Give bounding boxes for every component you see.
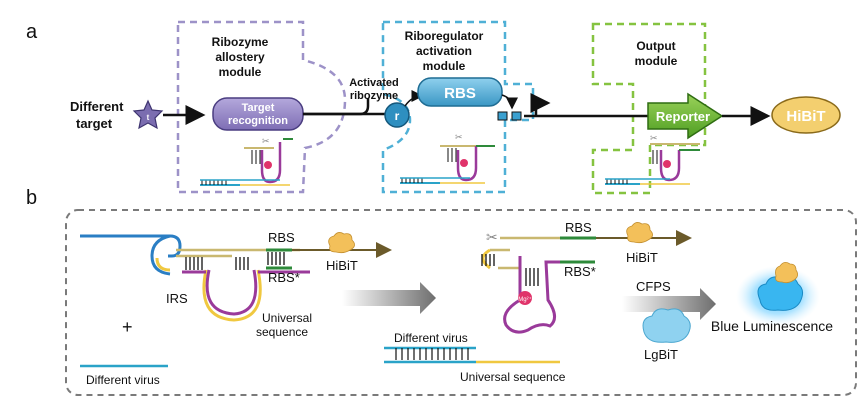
reporter-label: Reporter xyxy=(656,109,710,124)
universal-sequence-mid-label: Universal sequence xyxy=(460,370,566,384)
scissors-icon-mid: ✂ xyxy=(486,229,498,245)
ribozyme-module-box xyxy=(176,20,347,194)
irs-label: IRS xyxy=(166,291,188,306)
lgbit-protein-icon xyxy=(642,308,691,343)
mg-label: Mg²⁺ xyxy=(518,296,532,303)
panel-b-frame xyxy=(65,209,857,396)
scissors-icon-1: ✂ xyxy=(262,136,270,146)
hibit-protein-icon-left xyxy=(328,232,355,254)
rbs-left-label: RBS xyxy=(268,230,295,245)
module2-title-line1: Riboregulator xyxy=(405,29,484,43)
module2-title-line2: activation xyxy=(416,44,472,58)
rbs-label: RBS xyxy=(444,85,476,102)
module1-title-line1: Ribozyme xyxy=(212,35,269,49)
rbs-star-mid-label: RBS* xyxy=(564,264,596,279)
rbs-square-1 xyxy=(497,111,508,121)
module3-title-line2: module xyxy=(635,54,678,68)
star-label: t xyxy=(147,113,150,122)
cfps-label: CFPS xyxy=(636,279,671,294)
activated-ribozyme-line1: Activated xyxy=(349,77,399,89)
blue-luminescence-label: Blue Luminescence xyxy=(711,318,833,334)
target-recognition-line1: Target xyxy=(242,102,275,114)
different-target-line2: target xyxy=(76,116,113,131)
plus-sign: + xyxy=(122,317,133,337)
middle-construct: ✂ Mg²⁺ xyxy=(481,229,692,334)
module3-title-line1: Output xyxy=(636,39,675,53)
mini-schematic-2: ✂ xyxy=(400,132,495,184)
lgbit-label: LgBiT xyxy=(644,347,678,362)
scissors-icon-2: ✂ xyxy=(455,132,463,142)
mini-schematic-1: ✂ xyxy=(200,136,293,186)
mg-ion xyxy=(518,291,532,305)
hibit-label: HiBiT xyxy=(786,108,825,125)
rbs-square-2 xyxy=(511,111,522,121)
module2-title-line3: module xyxy=(423,59,466,73)
process-arrow-1 xyxy=(342,282,436,314)
different-virus-mid-label: Different virus xyxy=(394,331,468,345)
reporter-arrow xyxy=(647,92,724,140)
mini-schematic-3: ✂ xyxy=(605,133,700,185)
module1-title-line3: module xyxy=(219,65,262,79)
scissors-icon-3: ✂ xyxy=(650,133,658,143)
ribozyme-circle xyxy=(384,102,410,128)
hibit-ellipse xyxy=(771,96,841,134)
universal-sequence-line1: Universal xyxy=(262,311,312,325)
different-target-line1: Different xyxy=(70,99,124,114)
hibit-protein-icon-mid xyxy=(626,222,653,244)
virus-duplex xyxy=(384,346,560,364)
universal-sequence-line2: sequence xyxy=(256,325,308,339)
target-star-icon: t xyxy=(132,99,164,130)
rbs-curve-arrow xyxy=(501,94,518,110)
rbs-box xyxy=(417,77,503,107)
different-virus-left-label: Different virus xyxy=(86,373,160,387)
hibit-mid-label: HiBiT xyxy=(626,250,658,265)
process-arrow-2 xyxy=(622,288,716,320)
promoter-arrow-icon xyxy=(530,93,551,116)
luminescence-glow xyxy=(736,262,820,326)
hibit-left-label: HiBiT xyxy=(326,258,358,273)
panel-a-letter: a xyxy=(26,21,38,43)
rbs-star-left-label: RBS* xyxy=(268,270,300,285)
panel-b-letter: b xyxy=(26,187,37,209)
riboregulator-module-box xyxy=(381,20,535,194)
module1-title-line2: allostery xyxy=(215,50,265,64)
target-recognition-line2: recognition xyxy=(228,115,288,127)
ribozyme-circle-label: r xyxy=(395,109,400,123)
rbs-mid-label: RBS xyxy=(565,220,592,235)
activated-ribozyme-line2: ribozyme xyxy=(350,90,398,102)
